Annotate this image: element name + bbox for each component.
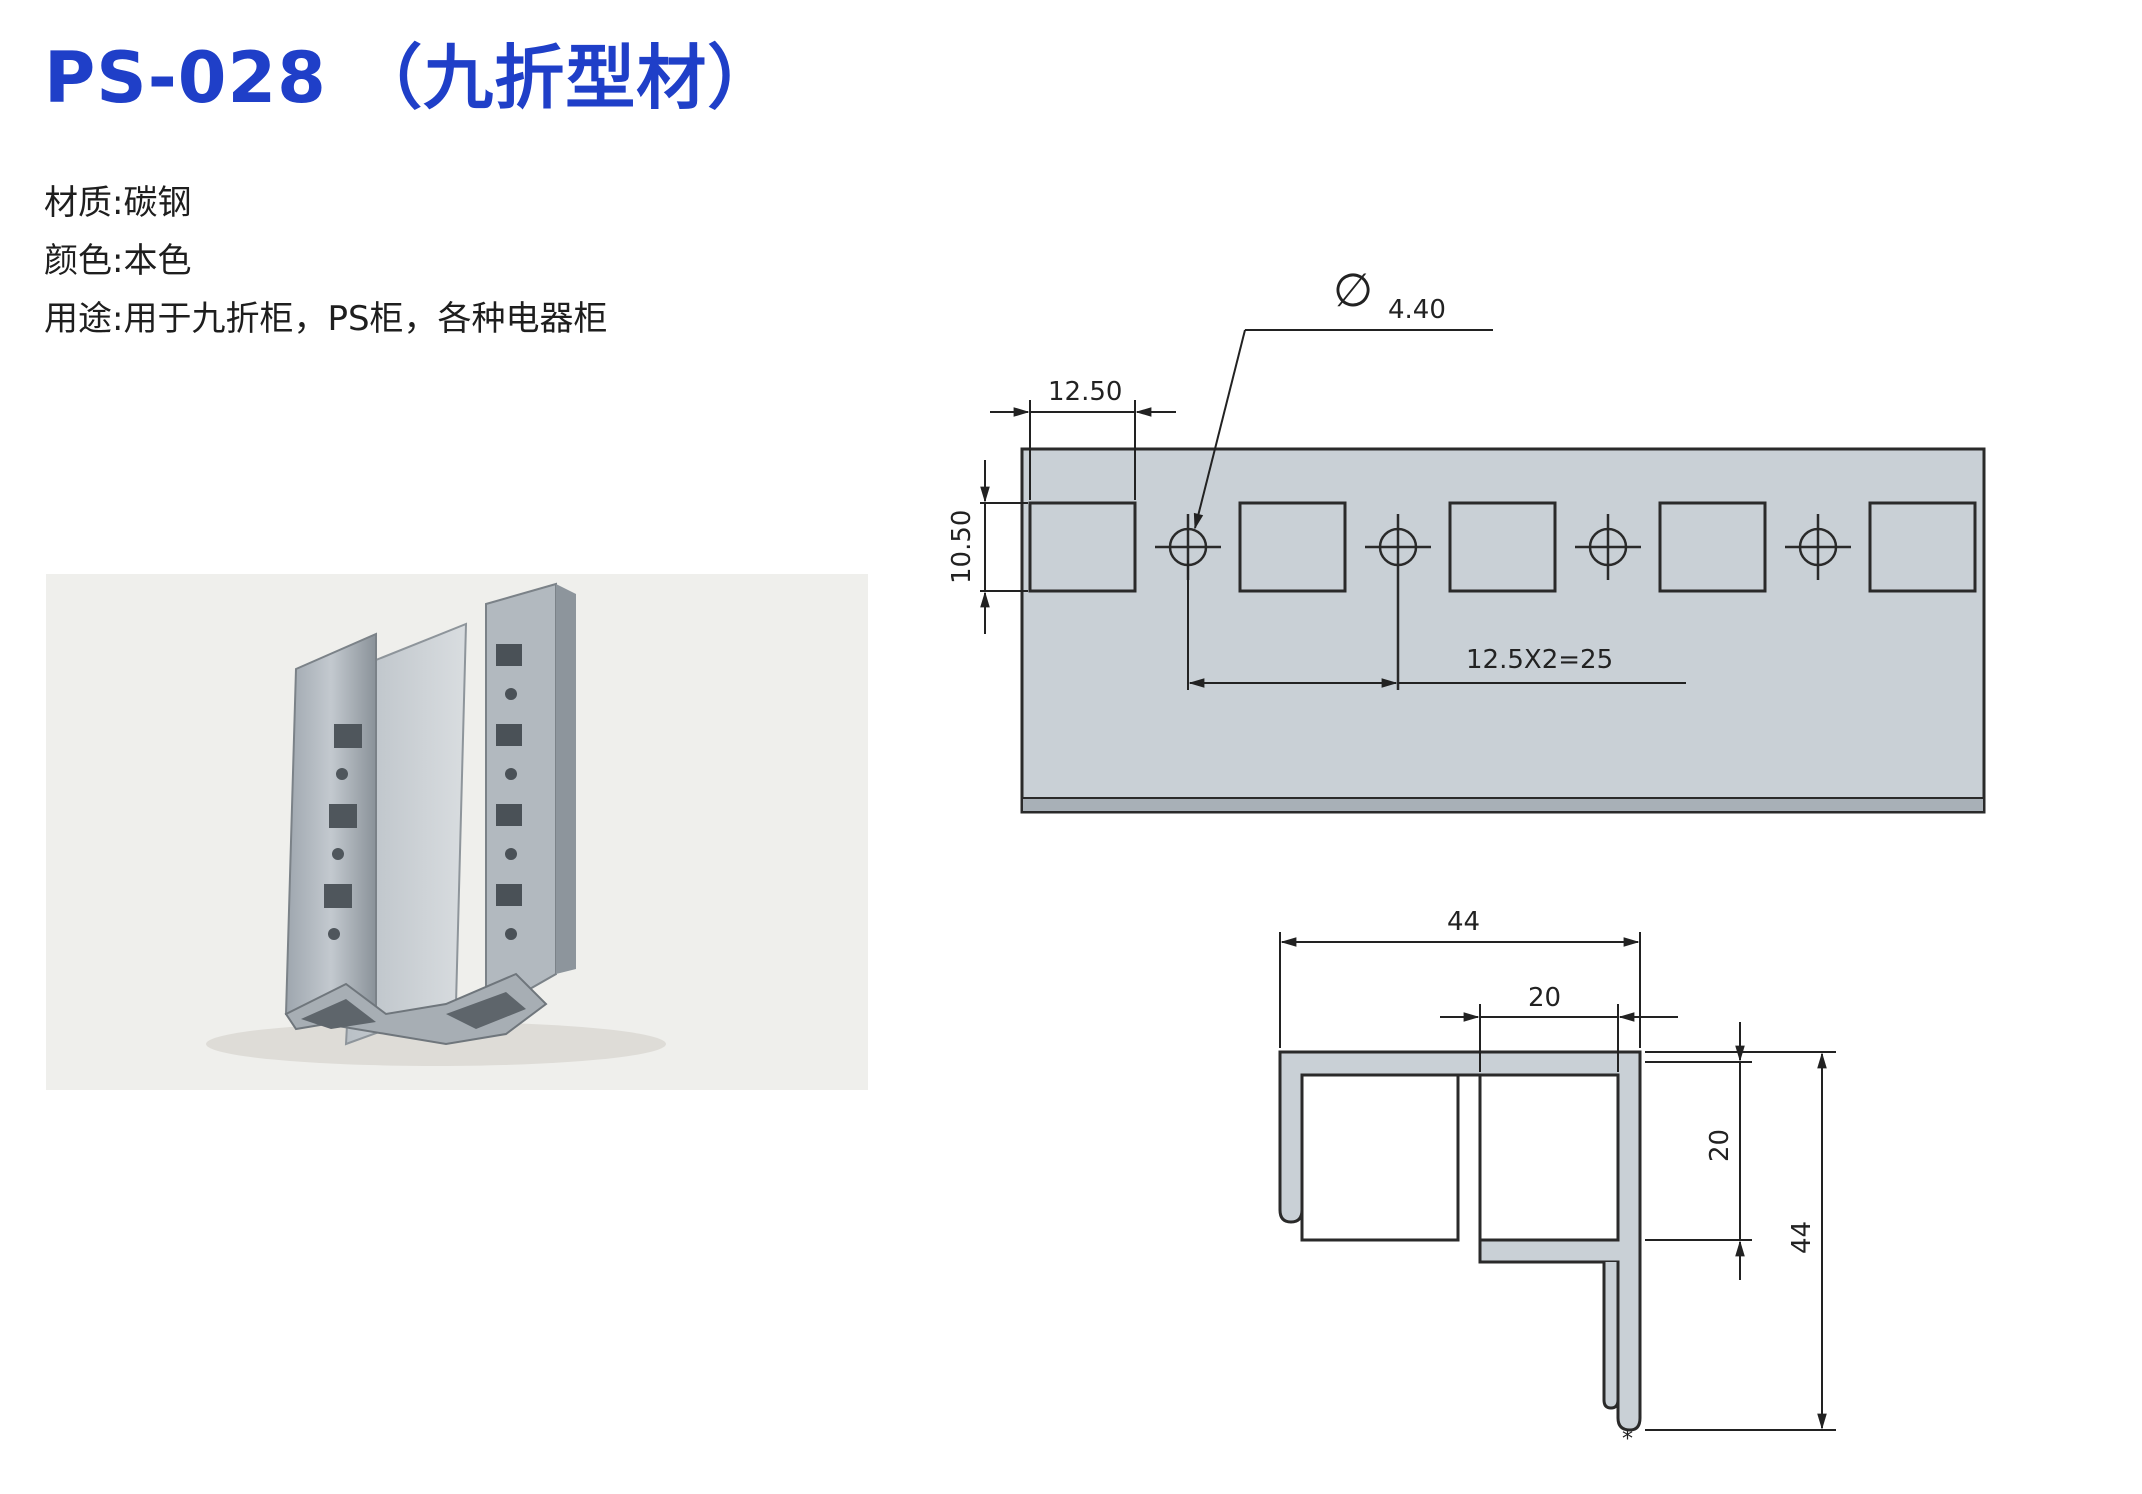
diameter-symbol: ∅ — [1333, 263, 1373, 317]
bottom-edge — [1021, 797, 1985, 813]
page-title: PS-028 （九折型材） — [44, 37, 779, 119]
section-cavity-2 — [1478, 1073, 1620, 1242]
square-width-dimension — [990, 400, 1176, 500]
overall-width-label: 44 — [1447, 907, 1480, 937]
overall-height-dimension — [1645, 1051, 1836, 1431]
inner-height-label: 20 — [1705, 1129, 1735, 1162]
inner-height-dimension — [1645, 1022, 1752, 1280]
overall-height-label: 44 — [1787, 1221, 1817, 1254]
square-height-dimension — [980, 460, 1028, 634]
product-photo — [46, 574, 868, 1090]
profile-illustration — [206, 582, 666, 1066]
section-cavity — [1300, 1073, 1460, 1242]
section-lip — [1602, 1262, 1620, 1410]
diameter-leader — [1193, 329, 1493, 530]
spec-value: 用于九折柜，PS柜，各种电器柜 — [123, 299, 608, 339]
pitch-label: 12.5X2=25 — [1466, 645, 1613, 675]
inner-width-dimension — [1440, 1004, 1678, 1072]
round-hole — [1365, 514, 1431, 690]
square-hole — [1868, 501, 1977, 593]
square-hole — [1448, 501, 1557, 593]
spec-label: 材质 — [44, 183, 112, 223]
square-hole — [1028, 501, 1137, 593]
svg-text:*: * — [1622, 1427, 1633, 1452]
round-hole — [1785, 514, 1851, 580]
front-view: ∅ 4.40 12.50 10.50 12.5X2=25 — [947, 263, 1986, 814]
spec-value: 碳钢 — [123, 183, 192, 223]
square-hole — [1238, 501, 1347, 593]
square-hole — [1658, 501, 1767, 593]
square-width-label: 12.50 — [1048, 377, 1122, 407]
round-hole — [1575, 514, 1641, 580]
pitch-dimension — [1187, 560, 1686, 690]
overall-width-dimension — [1279, 932, 1641, 1048]
spec-value: 本色 — [123, 241, 192, 281]
spec-color: 颜色:本色 — [44, 241, 192, 281]
section-view: 44 20 20 44 * — [1278, 907, 1836, 1452]
square-height-label: 10.50 — [947, 510, 977, 584]
spec-material: 材质:碳钢 — [44, 183, 192, 223]
spec-usage: 用途:用于九折柜，PS柜，各种电器柜 — [44, 299, 608, 339]
spec-label: 用途 — [44, 299, 112, 339]
spec-label: 颜色 — [44, 241, 112, 281]
inner-width-label: 20 — [1528, 983, 1561, 1013]
hole-diameter-label: 4.40 — [1388, 295, 1446, 325]
